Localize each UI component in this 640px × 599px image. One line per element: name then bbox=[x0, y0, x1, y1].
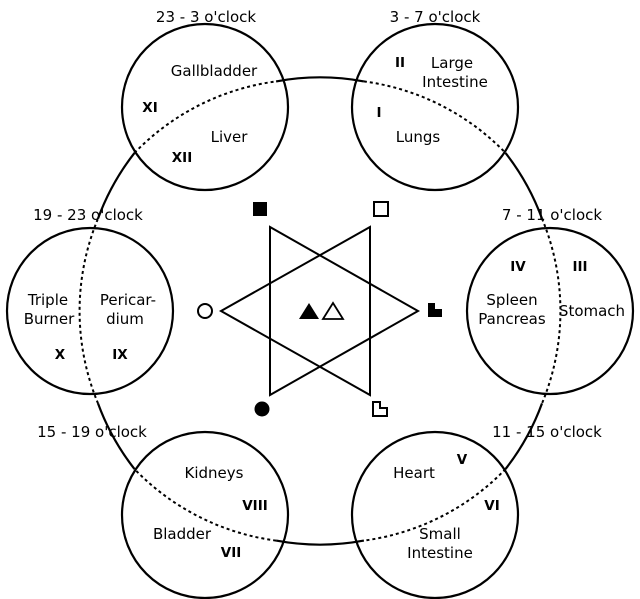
organ-lungs: Lungs bbox=[396, 128, 441, 146]
organ-bladder: Bladder bbox=[153, 525, 212, 543]
organ-pancreas: Pancreas bbox=[478, 310, 546, 328]
ring-arc-bottom-right bbox=[504, 403, 544, 470]
time-label-mid-left: 19 - 23 o'clock bbox=[33, 206, 143, 224]
circle-kidneys-bladder bbox=[120, 430, 290, 599]
ring-arc-top-left bbox=[96, 152, 136, 219]
time-label-bottom-right: 11 - 15 o'clock bbox=[492, 423, 602, 441]
circle-triple-burner-pericardium bbox=[5, 226, 175, 396]
big-ring bbox=[96, 76, 544, 546]
organ-small: Small bbox=[419, 525, 461, 543]
numeral-vii: VII bbox=[221, 545, 242, 561]
ring-arc-bottom-left bbox=[96, 403, 136, 470]
time-label-top-right: 3 - 7 o'clock bbox=[390, 8, 481, 26]
organ-liver: Liver bbox=[211, 128, 249, 146]
ring-arc-bottom bbox=[275, 539, 365, 546]
hollow-circle-icon bbox=[197, 303, 213, 319]
circle-gallbladder-liver bbox=[120, 22, 290, 192]
organ-triple: Triple bbox=[27, 291, 68, 309]
organ-spleen: Spleen bbox=[486, 291, 537, 309]
organ-large-intestine-line2: Intestine bbox=[422, 73, 488, 91]
circle-large-intestine-lungs bbox=[350, 22, 520, 192]
organ-gallbladder: Gallbladder bbox=[171, 62, 258, 80]
time-label-top-left: 23 - 3 o'clock bbox=[156, 8, 256, 26]
filled-circle-icon bbox=[254, 401, 270, 417]
hollow-triangle-icon bbox=[321, 301, 345, 320]
hollow-square-icon bbox=[373, 201, 389, 217]
numeral-iv: IV bbox=[510, 259, 526, 275]
organ-large-intestine-line1: Large bbox=[431, 54, 473, 72]
numeral-xi: XI bbox=[142, 100, 157, 116]
hexagram-triangle-up bbox=[218, 225, 371, 397]
ring-arc-top-right bbox=[504, 152, 544, 219]
numeral-x: X bbox=[55, 347, 66, 363]
filled-l-shape-icon bbox=[428, 303, 442, 317]
organ-kidneys: Kidneys bbox=[185, 464, 244, 482]
numeral-i: I bbox=[376, 105, 381, 121]
numeral-iii: III bbox=[572, 259, 587, 275]
numeral-viii: VIII bbox=[242, 498, 268, 514]
small-circles bbox=[5, 22, 635, 599]
circle-heart-small-intestine bbox=[350, 430, 520, 599]
organ-dium: dium bbox=[106, 310, 144, 328]
ring-arc-top bbox=[275, 76, 365, 83]
organ-stomach: Stomach bbox=[559, 302, 625, 320]
organ-heart: Heart bbox=[393, 464, 435, 482]
organ-intestine: Intestine bbox=[407, 544, 473, 562]
numeral-v: V bbox=[457, 452, 468, 468]
time-label-mid-right: 7 - 11 o'clock bbox=[502, 206, 602, 224]
big-ring-dotted bbox=[78, 80, 562, 542]
numeral-ix: IX bbox=[112, 347, 128, 363]
filled-triangle-icon bbox=[299, 303, 319, 319]
numeral-xii: XII bbox=[172, 150, 192, 166]
filled-square-icon bbox=[253, 202, 267, 216]
circle-spleen-stomach bbox=[465, 226, 635, 396]
time-label-bottom-left: 15 - 19 o'clock bbox=[37, 423, 147, 441]
hexagram-triangle-down bbox=[269, 225, 421, 397]
numeral-vi: VI bbox=[484, 498, 499, 514]
organ-pericar: Pericar- bbox=[100, 291, 156, 309]
organ-burner: Burner bbox=[24, 310, 75, 328]
numeral-ii: II bbox=[395, 55, 405, 71]
hollow-l-shape-icon bbox=[372, 401, 388, 417]
hexagram bbox=[218, 225, 421, 397]
